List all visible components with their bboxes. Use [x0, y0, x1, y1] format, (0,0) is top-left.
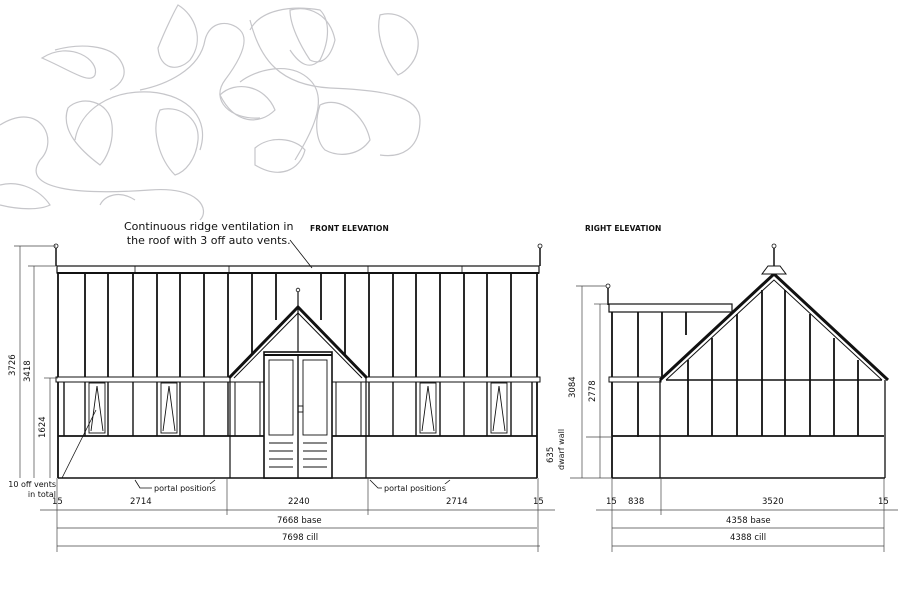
right-height-dwarf-wall: 635 — [546, 446, 556, 463]
front-height-eaves: 3418 — [23, 360, 33, 382]
front-elevation-title: FRONT ELEVATION — [310, 224, 389, 233]
vents-note: 10 off vents in total — [6, 480, 56, 500]
portal-positions-left: portal positions — [152, 484, 218, 493]
front-elevation-drawing — [53, 243, 543, 479]
right-height-overall: 3084 — [568, 376, 578, 398]
front-width-left-offset: 15 — [52, 497, 63, 507]
ridge-note-line-1: Continuous ridge ventilation in — [124, 220, 294, 233]
right-width-left-offset: 15 — [606, 497, 617, 507]
right-width-lean-section: 838 — [628, 497, 645, 507]
front-width-left-section: 2714 — [130, 497, 152, 507]
right-elevation-title: RIGHT ELEVATION — [585, 224, 662, 233]
front-height-overall: 3726 — [8, 354, 18, 376]
right-width-right-offset: 15 — [878, 497, 889, 507]
right-width-main-section: 3520 — [762, 497, 784, 507]
front-height-lower: 1624 — [38, 416, 48, 438]
vents-note-line-2: in total — [27, 490, 56, 499]
front-width-right-offset: 15 — [533, 497, 544, 507]
front-width-centre-porch: 2240 — [288, 497, 310, 507]
portal-positions-right: portal positions — [382, 484, 448, 493]
right-width-cill: 4388 cill — [730, 533, 767, 543]
front-width-cill: 7698 cill — [282, 533, 319, 543]
right-width-base: 4358 base — [726, 516, 771, 526]
dwarf-wall-label: dwarf wall — [557, 428, 566, 470]
right-height-eaves: 2778 — [588, 380, 598, 402]
front-width-base: 7668 base — [277, 516, 322, 526]
front-width-right-section: 2714 — [446, 497, 468, 507]
vents-note-line-1: 10 off vents — [8, 480, 56, 489]
ridge-ventilation-note: Continuous ridge ventilation in the roof… — [124, 220, 293, 248]
right-elevation-drawing — [605, 243, 890, 479]
ridge-note-line-2: the roof with 3 off auto vents. — [126, 234, 291, 247]
